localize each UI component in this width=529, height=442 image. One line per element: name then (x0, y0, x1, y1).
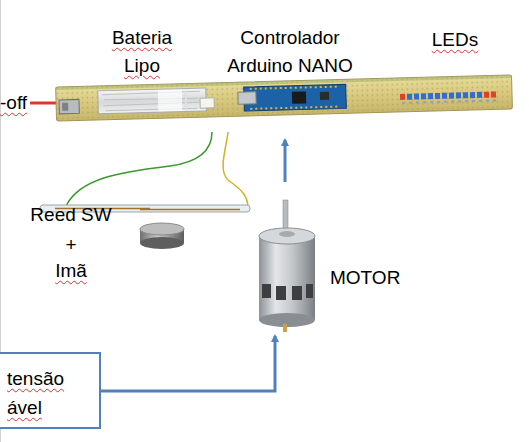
box-text: tensão ável (0, 354, 79, 422)
magnet-label: Imã (28, 257, 114, 285)
switch-label: -off (0, 89, 40, 117)
plus-label: + (28, 231, 114, 259)
source-box: tensão ável (0, 352, 101, 429)
motor-label: MOTOR (330, 264, 410, 292)
reed-label: Reed SW (28, 201, 114, 229)
controller-label: Controlador Arduino NANO (214, 24, 366, 80)
leds-label: LEDs (425, 26, 485, 54)
battery-label: Bateria Lipo (100, 24, 184, 80)
